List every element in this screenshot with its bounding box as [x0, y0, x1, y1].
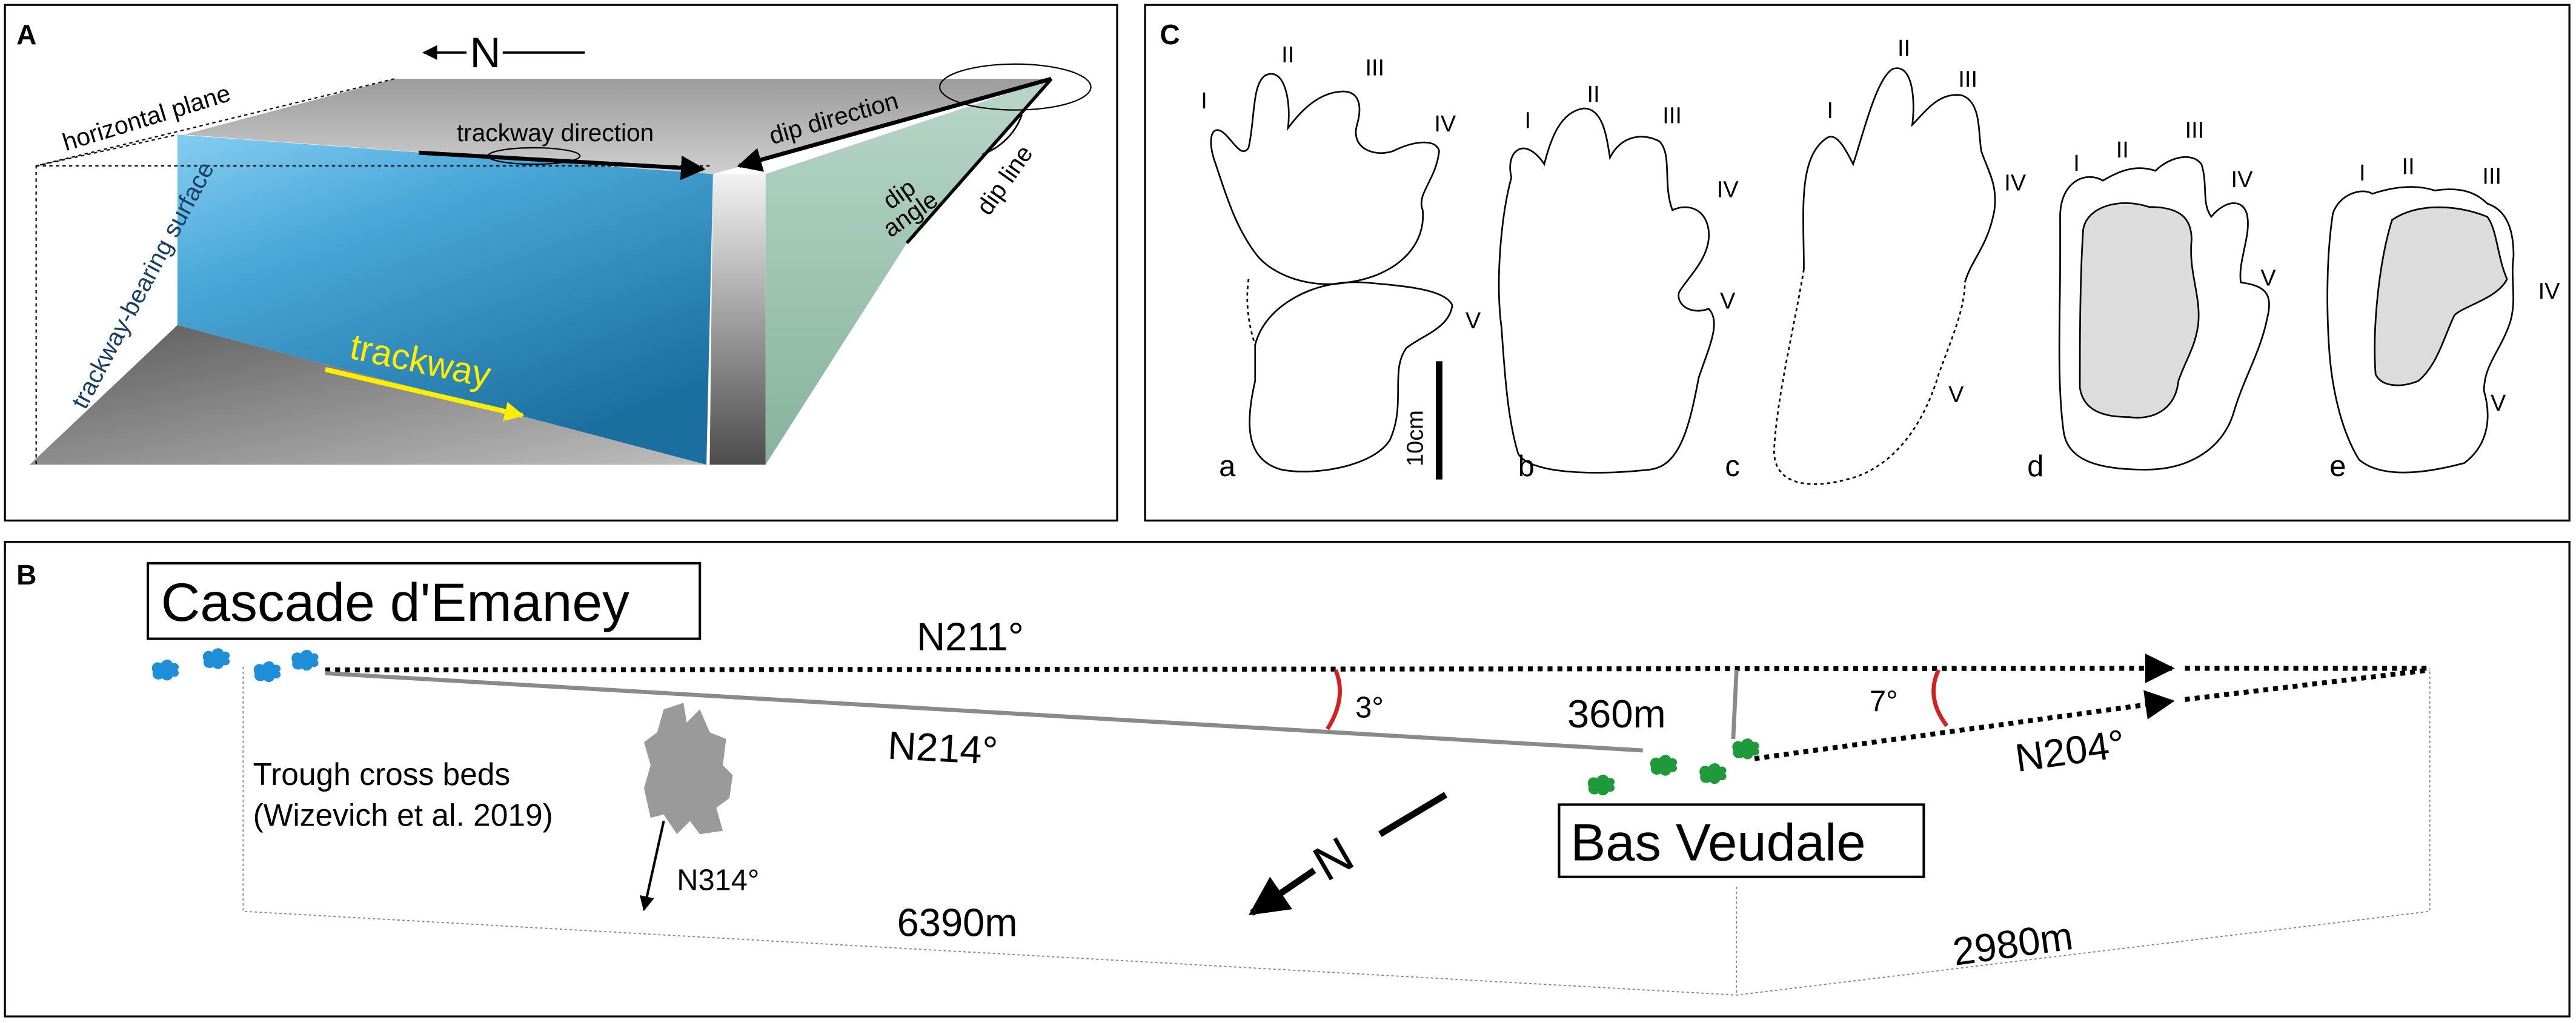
panel-c-frame — [1144, 4, 2571, 522]
digit-label-d-2: II — [2116, 137, 2129, 163]
digit-label-b-4: IV — [1717, 177, 1739, 202]
floor-surface — [29, 325, 707, 465]
digit-label-c-1: I — [1827, 98, 1833, 124]
print-label-c: c — [1725, 450, 1739, 483]
site-cascade-box — [147, 561, 702, 640]
print-label-a: a — [1219, 450, 1236, 483]
print-label-d: d — [2027, 450, 2043, 483]
digit-label-d-1: I — [2073, 151, 2080, 176]
footprint-a — [1210, 73, 1453, 472]
digit-label-e-1: I — [2359, 161, 2366, 186]
panel-b-north-arrow — [1248, 867, 1316, 916]
digit-label-c-2: II — [1897, 36, 1910, 61]
trackway-arrow — [324, 367, 525, 422]
digit-label-a-5: V — [1466, 308, 1481, 334]
footprint-e-outline — [2326, 186, 2515, 474]
site-bas-veudale-label: Bas Veudale — [1570, 813, 1865, 872]
panel-b-north-tail — [1378, 792, 1448, 837]
footprint-a-dotted — [1246, 279, 1256, 345]
panel-c: C 10cm I II III — [1144, 4, 2571, 522]
footprint-e — [2326, 186, 2515, 474]
distance-6390-label: 6390m — [897, 900, 1018, 944]
bearing-n214-label: N214° — [887, 723, 999, 773]
digit-label-c-5: V — [1948, 382, 1964, 408]
cross-beds-label-2: (Wizevich et al. 2019) — [253, 798, 553, 833]
digit-label-d-5: V — [2260, 266, 2276, 291]
site-cascade-label: Cascade d'Emaney — [161, 572, 629, 632]
panel-a-north-label: N — [470, 28, 501, 76]
footprint-e-infill — [2374, 206, 2508, 386]
digit-label-a-1: I — [1201, 88, 1207, 114]
panel-b: B Cascade d'Emaney N211° N214° 3° 360m N… — [4, 541, 2571, 1018]
cross-beds-label-1: Trough cross beds — [253, 756, 511, 792]
cross-bed-rose — [644, 703, 733, 835]
dip-angle-arc — [982, 114, 1023, 156]
right-grey-face — [709, 174, 766, 465]
footprint-c-outline — [1802, 67, 1996, 283]
trackway-bearing-surface — [177, 134, 713, 465]
bearing-line-n211 — [325, 654, 2175, 683]
digit-label-a-3: III — [1365, 56, 1384, 81]
angle-3-label: 3° — [1355, 692, 1384, 724]
digit-label-c-3: III — [1958, 67, 1977, 93]
digit-label-b-1: I — [1524, 108, 1531, 133]
footprint-d-infill — [2079, 202, 2200, 419]
site-bas-veudale-box — [1558, 803, 1925, 878]
digit-label-c-4: IV — [2004, 170, 2027, 196]
digit-label-e-2: II — [2402, 154, 2415, 179]
horizontal-plane-edge — [36, 134, 178, 167]
angle-7-label: 7° — [1870, 685, 1898, 718]
digit-label-b-2: II — [1587, 82, 1600, 107]
cross-bed-bearing-label: N314° — [677, 864, 759, 896]
dip-direction-arrow — [737, 76, 1052, 172]
angle-arc-7 — [1931, 669, 1949, 727]
bearing-line-n204 — [1754, 690, 2175, 761]
scale-bar-label: 10cm — [1403, 410, 1428, 466]
trackway-direction-arrow — [419, 150, 706, 180]
panel-a-label: A — [16, 19, 36, 50]
dip-line — [905, 78, 1053, 245]
print-label-b: b — [1518, 450, 1535, 483]
footprint-a-outline — [1210, 73, 1440, 285]
trackway-direction-ellipse — [487, 147, 581, 165]
footprint-d-outline — [2058, 156, 2270, 471]
footprint-a-manus — [1249, 281, 1453, 472]
digit-label-e-5: V — [2491, 391, 2506, 416]
green-side-face — [765, 79, 1052, 465]
angle-arc-3 — [1326, 669, 1343, 730]
grey-top-surface — [184, 79, 1052, 174]
base-outline — [242, 666, 2431, 996]
digit-label-a-4: IV — [1434, 111, 1456, 137]
digit-label-a-2: II — [1281, 42, 1294, 68]
bearing-line-n204-ext — [2185, 667, 2431, 702]
footprint-c-dotted — [1773, 269, 1966, 485]
panel-a: A N horizontal plane trackway direction … — [4, 4, 1118, 522]
panel-c-label: C — [1160, 19, 1180, 50]
footprint-c — [1773, 67, 1996, 485]
digit-label-e-4: IV — [2538, 279, 2561, 304]
digit-label-d-3: III — [2185, 118, 2205, 144]
digit-label-d-4: IV — [2231, 167, 2254, 193]
print-letters: a b c d e — [1219, 450, 2346, 483]
footprint-d — [2058, 156, 2270, 471]
dip-direction-ellipse — [939, 63, 1092, 111]
bearing-line-n214 — [325, 671, 1643, 753]
cross-bed-arrow — [639, 821, 665, 912]
digit-label-e-3: III — [2482, 164, 2501, 190]
digit-labels: I II III IV V I II III IV V I II III IV … — [1201, 36, 2560, 416]
print-label-e: e — [2329, 450, 2346, 483]
trackway-direction-label: trackway direction — [457, 119, 654, 147]
distance-360-label: 360m — [1567, 692, 1666, 736]
distance-360-line — [1731, 669, 1739, 740]
bearing-n211-label: N211° — [917, 615, 1024, 659]
panel-b-label: B — [16, 559, 36, 591]
digit-label-b-5: V — [1720, 289, 1736, 314]
footprint-b-outline — [1498, 107, 1715, 474]
digit-label-b-3: III — [1662, 103, 1682, 128]
